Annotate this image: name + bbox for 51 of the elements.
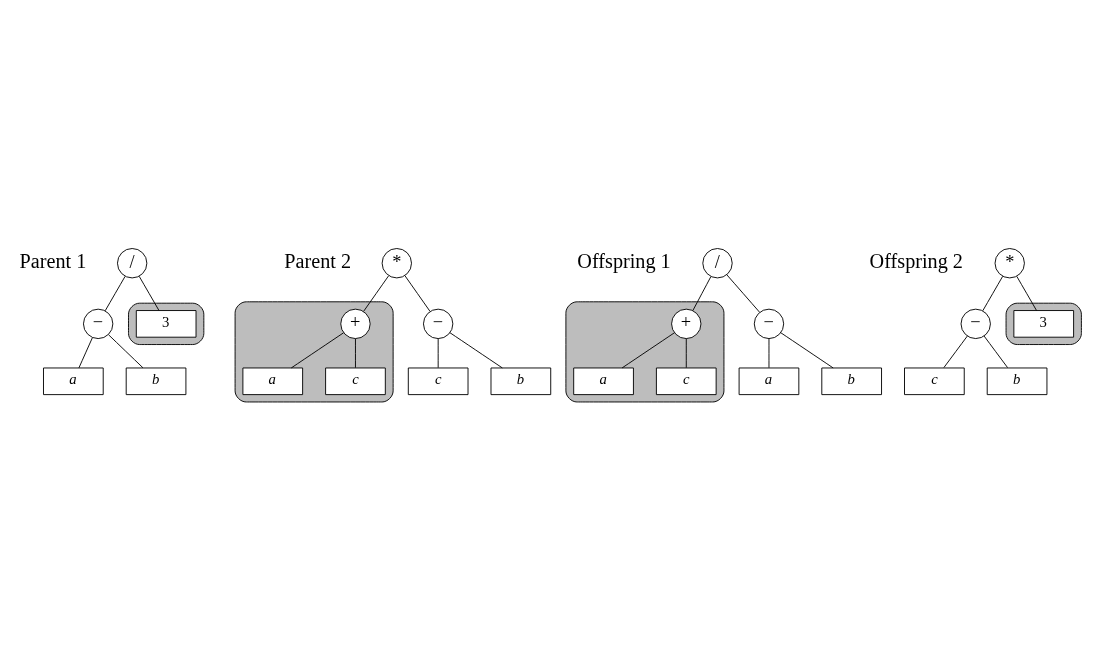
node-circle: / (117, 248, 148, 279)
node-circle: − (83, 308, 114, 340)
node-circle: − (753, 308, 785, 340)
node-circle: + (340, 308, 371, 340)
node-label: Parent 2 (284, 250, 352, 273)
node-box: c (407, 367, 469, 396)
node-label: Offspring 2 (869, 250, 963, 273)
connector (138, 275, 160, 311)
node-circle: * (381, 248, 412, 279)
cluster (128, 302, 205, 345)
connector (404, 275, 431, 312)
node-box: c (325, 367, 386, 396)
node-circle: − (423, 308, 454, 340)
node-box: c (655, 367, 717, 396)
connector (290, 332, 345, 369)
node-box: b (986, 367, 1048, 396)
node-circle: / (702, 248, 733, 279)
cluster (234, 301, 394, 403)
node-circle: + (671, 308, 702, 340)
node-box: b (125, 367, 187, 396)
connector (78, 337, 93, 369)
connector (108, 334, 144, 369)
connector (437, 338, 439, 369)
connector (449, 332, 503, 369)
connector (726, 274, 761, 313)
node-box: a (573, 367, 634, 396)
cluster (1005, 302, 1082, 345)
node-box: b (490, 367, 552, 396)
node-box: c (904, 367, 965, 396)
connector (943, 335, 968, 369)
connector (621, 332, 675, 369)
node-box: 3 (135, 310, 197, 338)
node-circle: * (994, 248, 1025, 279)
connector (1016, 275, 1037, 311)
connector (104, 275, 126, 312)
connector (983, 335, 1009, 369)
node-label: Parent 1 (19, 250, 87, 273)
node-label: Offspring 1 (577, 250, 671, 273)
node-box: a (43, 367, 104, 396)
node-box: a (738, 367, 800, 396)
connector (692, 276, 712, 311)
node-box: b (821, 367, 882, 396)
node-box: a (242, 367, 304, 396)
connector (768, 338, 770, 369)
connector (685, 338, 687, 369)
connector (355, 338, 356, 369)
node-box: 3 (1013, 310, 1075, 338)
cluster (565, 301, 725, 403)
connector (982, 275, 1004, 312)
node-circle: − (960, 308, 991, 340)
connector (780, 332, 834, 369)
